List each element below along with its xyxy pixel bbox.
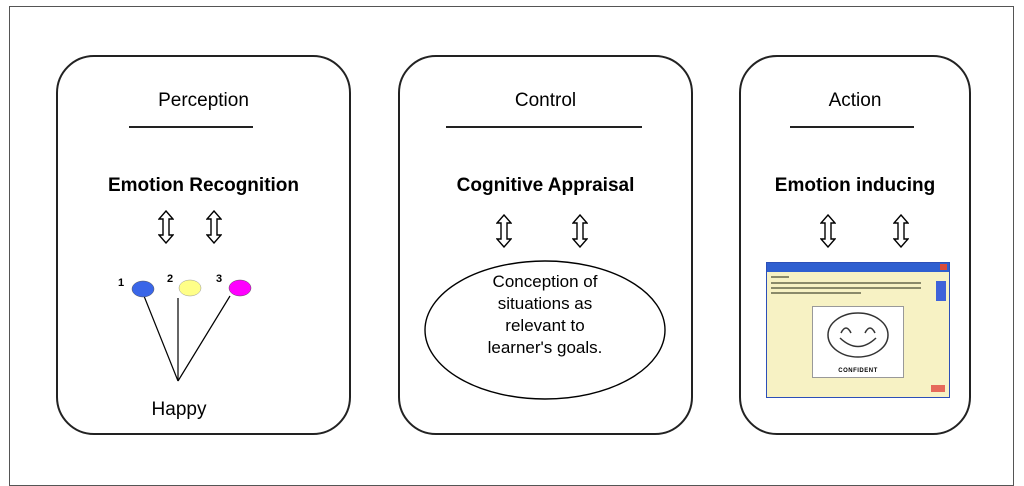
marker-2-dot <box>178 279 202 297</box>
action-title: Action <box>828 90 882 111</box>
thumbnail-side-button <box>936 281 946 301</box>
double-arrow-icon <box>572 214 588 248</box>
action-rule <box>790 126 914 128</box>
double-arrow-icon <box>158 210 174 244</box>
control-rule <box>446 126 642 128</box>
marker-3-label: 3 <box>216 273 223 285</box>
agent-window-thumbnail: CONFIDENT <box>766 262 950 398</box>
perception-title: Perception <box>158 90 249 111</box>
marker-line-3 <box>177 295 231 382</box>
action-subtitle: Emotion inducing <box>774 175 936 196</box>
perception-panel <box>56 55 351 435</box>
control-subtitle: Cognitive Appraisal <box>456 175 635 196</box>
appraisal-line-4: learner's goals. <box>487 338 603 357</box>
smiley-face-icon <box>827 312 889 358</box>
perception-subtitle: Emotion Recognition <box>107 175 300 196</box>
double-arrow-icon <box>496 214 512 248</box>
double-arrow-icon <box>820 214 836 248</box>
control-title: Control <box>514 90 577 111</box>
double-arrow-icon <box>206 210 222 244</box>
confident-face-image: CONFIDENT <box>812 306 904 378</box>
appraisal-line-1: Conception of <box>492 272 598 291</box>
appraisal-oval <box>424 260 666 400</box>
double-arrow-icon <box>893 214 909 248</box>
thumbnail-emotion-label: CONFIDENT <box>838 368 878 374</box>
perception-rule <box>129 126 253 128</box>
marker-3-dot <box>228 279 252 297</box>
appraisal-line-3: relevant to <box>505 316 585 335</box>
appraisal-line-2: situations as <box>497 294 593 313</box>
marker-2-label: 2 <box>167 273 174 285</box>
marker-1-label: 1 <box>118 277 125 289</box>
close-icon <box>940 264 947 270</box>
marker-line-1 <box>143 295 179 382</box>
appraisal-text: Conception of situations as relevant to … <box>423 271 667 359</box>
outcome-label: Happy <box>151 399 207 420</box>
thumbnail-ok-button <box>931 385 945 392</box>
marker-1-dot <box>131 280 155 298</box>
thumbnail-titlebar <box>767 263 949 272</box>
